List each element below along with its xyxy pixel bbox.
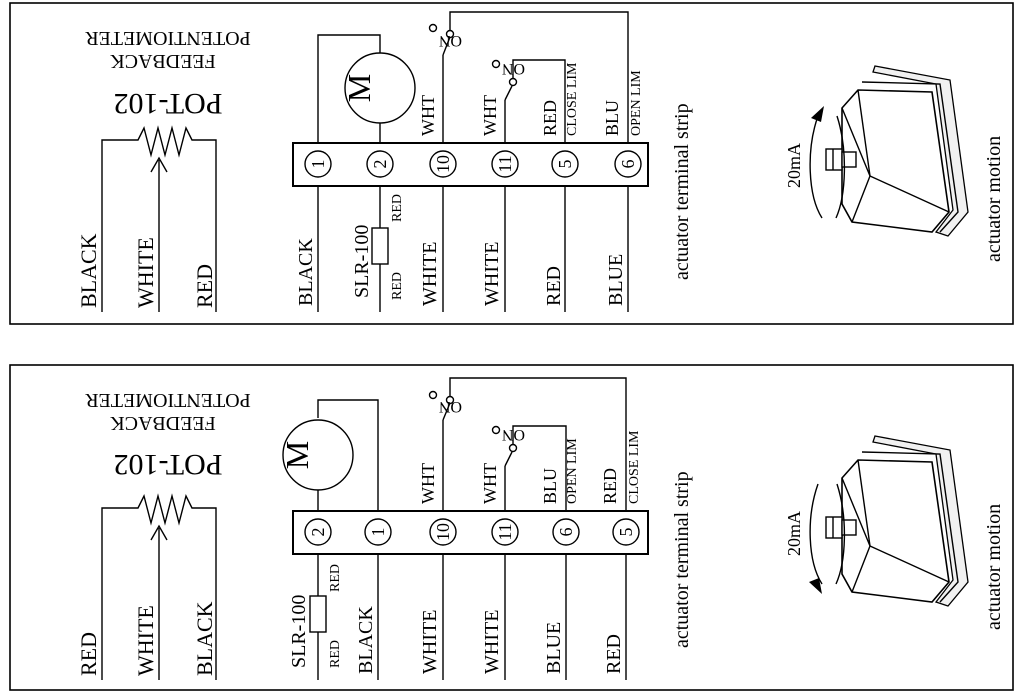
strip-wire-label: WHITE <box>419 242 441 306</box>
actuator-illustration <box>809 435 969 607</box>
terminal-number: 2 <box>370 160 390 169</box>
actuator-motion-label: actuator motion <box>983 504 1005 630</box>
wire-color-label: WHT <box>480 463 500 504</box>
terminal-strip-label: actuator terminal strip <box>671 471 693 648</box>
wire-color-label: RED <box>540 100 560 136</box>
terminal-number: 1 <box>308 160 328 169</box>
wire-color-label: BLU <box>540 468 560 504</box>
resistor-lead-label: RED <box>328 564 343 592</box>
strip-wire-label: BLUE <box>605 254 627 306</box>
pot-wire-label: WHITE <box>133 237 158 308</box>
terminal-10: 10 <box>429 518 457 546</box>
slr-resistor <box>309 595 327 633</box>
terminal-strip: 2 1 10 11 6 5 <box>292 510 649 555</box>
terminal-5: 5 <box>612 518 640 546</box>
terminal-number: 2 <box>308 528 328 537</box>
terminal-strip-label: actuator terminal strip <box>671 103 693 280</box>
strip-wire-label: BLACK <box>355 606 377 674</box>
motor-label: M <box>341 74 377 102</box>
terminal-10: 10 <box>429 150 457 178</box>
strip-wire-label: RED <box>543 266 565 306</box>
terminal-5: 5 <box>551 150 579 178</box>
wire-color-label: WHT <box>480 95 500 136</box>
terminal-number: 6 <box>618 160 638 169</box>
feedback-label: FEEDBACK <box>110 412 216 434</box>
feedback-heading: POT-102 FEEDBACK POTENTIOMETER <box>85 389 251 481</box>
feedback-label: FEEDBACK <box>110 50 216 72</box>
resistor-lead-label: RED <box>390 272 405 300</box>
terminal-1: 1 <box>304 150 332 178</box>
limit-label: CLOSE LIM <box>627 430 642 504</box>
strip-wire-label: WHITE <box>481 610 503 674</box>
slr-label: SLR-100 <box>351 225 373 298</box>
terminal-number: 10 <box>433 523 453 541</box>
strip-wire-label: RED <box>603 634 625 674</box>
terminal-6: 6 <box>614 150 642 178</box>
wiring-panel-1: POT-102 FEEDBACK POTENTIOMETER BLACK WHI… <box>9 2 1014 325</box>
resistor-lead-label: RED <box>328 640 343 668</box>
terminal-1: 1 <box>364 518 392 546</box>
terminal-2: 2 <box>304 518 332 546</box>
actuator-illustration <box>809 65 969 237</box>
slr-resistor <box>371 227 389 265</box>
motor-label: M <box>279 441 315 469</box>
limit-label: CLOSE LIM <box>565 62 580 136</box>
terminal-number: 11 <box>495 155 515 172</box>
terminal-number: 11 <box>495 523 515 540</box>
wire-color-label: BLU <box>602 100 622 136</box>
resistor-lead-label: RED <box>390 194 405 222</box>
wire-color-label: WHT <box>418 463 438 504</box>
terminal-strip: 1 2 10 11 5 6 <box>292 142 649 187</box>
switch-circuit: ON ON <box>428 377 627 511</box>
switch-circuit: ON ON <box>428 11 629 143</box>
strip-wire-label: WHITE <box>481 242 503 306</box>
limit-label: OPEN LIM <box>629 70 644 136</box>
slr-label: SLR-100 <box>288 595 310 668</box>
motor-circuit: M <box>279 399 379 511</box>
terminal-11: 11 <box>491 150 519 178</box>
actuator-motion-label: actuator motion <box>983 136 1005 262</box>
feedback-heading: POT-102 FEEDBACK POTENTIOMETER <box>85 27 251 120</box>
switch-on-label: ON <box>501 60 525 77</box>
terminal-number: 10 <box>433 155 453 173</box>
switch-on-label: ON <box>438 398 462 415</box>
strip-wire-label: BLACK <box>295 238 317 306</box>
panel-border <box>9 2 1014 325</box>
pot-wire-label: WHITE <box>133 605 158 676</box>
wire-color-label: WHT <box>418 95 438 136</box>
limit-label: OPEN LIM <box>565 438 580 504</box>
switch-on-label: ON <box>438 32 462 49</box>
potentiometer-symbol <box>101 125 217 312</box>
pot-wire-label: BLACK <box>76 233 101 308</box>
strip-wire-label: BLUE <box>543 622 565 674</box>
potentiometer-symbol <box>101 493 217 680</box>
terminal-2: 2 <box>366 150 394 178</box>
current-label: 20mA <box>784 143 804 188</box>
pot-wire-label: RED <box>76 632 101 676</box>
terminal-number: 6 <box>556 528 576 537</box>
terminal-number: 5 <box>555 160 575 169</box>
pot-wire-label: RED <box>192 264 217 308</box>
pot-model-title: POT-102 <box>114 87 223 120</box>
terminal-11: 11 <box>491 518 519 546</box>
current-label: 20mA <box>784 511 804 556</box>
potentiometer-label: POTENTIOMETER <box>85 389 251 411</box>
potentiometer-label: POTENTIOMETER <box>85 27 251 49</box>
terminal-6: 6 <box>552 518 580 546</box>
wire-color-label: RED <box>600 468 620 504</box>
wiring-panel-2: POT-102 FEEDBACK POTENTIOMETER RED WHITE… <box>9 364 1014 691</box>
motor-circuit: M <box>317 34 416 143</box>
pot-wire-label: BLACK <box>192 601 217 676</box>
switch-on-label: ON <box>501 426 525 443</box>
strip-wire-label: WHITE <box>419 610 441 674</box>
terminal-number: 5 <box>616 528 636 537</box>
terminal-number: 1 <box>368 528 388 537</box>
pot-model-title: POT-102 <box>114 448 223 481</box>
panel-border <box>9 364 1014 691</box>
